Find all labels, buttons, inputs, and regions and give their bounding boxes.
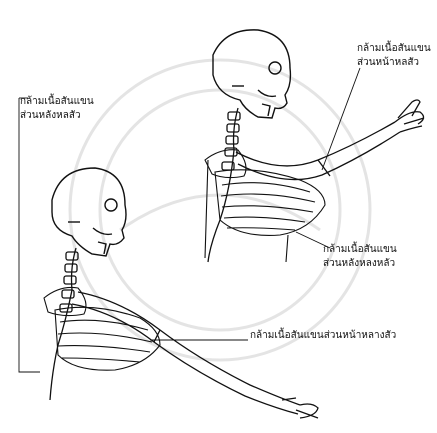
figure-bottom-skull <box>52 168 126 256</box>
label-lateral-deltoid: กล้ามเนื้อสันแขนส่วนหน้าหลางสัว <box>250 329 396 343</box>
label-lateral-deltoid-text: กล้ามเนื้อสันแขนส่วนหน้าหลางสัว <box>250 329 396 343</box>
label-anterior-deltoid-line2: ส่วนหน้าหลสัว <box>357 56 431 70</box>
leader-line-top-right <box>322 68 360 170</box>
figure-top-arm <box>236 100 424 180</box>
figure-top-ribcage <box>205 150 325 262</box>
label-upper-trap: กล้ามเนื้อสันแขน ส่วนหลังหลสัว <box>20 95 94 123</box>
label-upper-trap-line2: ส่วนหลังหลสัว <box>20 109 94 123</box>
figure-bottom-spine <box>50 248 78 400</box>
leader-line-upper-left <box>19 98 40 372</box>
label-posterior-deltoid-line1: กล้ามเนื้อสันแขน <box>323 243 397 257</box>
label-anterior-deltoid-line1: กล้ามเนื้อสันแขน <box>357 42 431 56</box>
label-posterior-deltoid-line2: ส่วนหลังหลงหลัว <box>323 257 397 271</box>
label-upper-trap-line1: กล้ามเนื้อสันแขน <box>20 95 94 109</box>
label-anterior-deltoid: กล้ามเนื้อสันแขน ส่วนหน้าหลสัว <box>357 42 431 70</box>
label-posterior-deltoid: กล้ามเนื้อสันแขน ส่วนหลังหลงหลัว <box>323 243 397 271</box>
